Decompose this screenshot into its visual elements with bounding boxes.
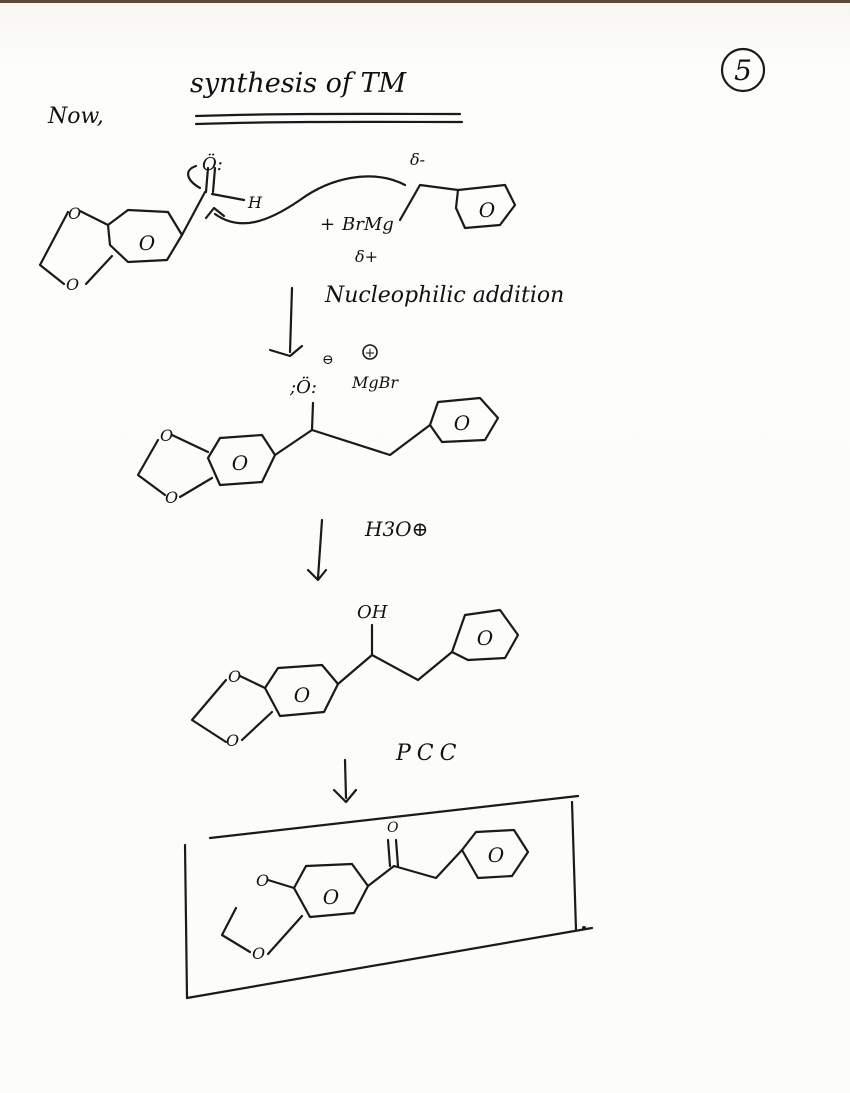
carbonyl-double-bond: [204, 166, 217, 194]
reaction-arrow-2: [316, 518, 324, 580]
period-mark: [582, 926, 586, 930]
bond: [210, 192, 246, 202]
step-2-label: H3O⊕: [364, 517, 428, 541]
plus-charge: +: [365, 346, 376, 361]
minus-charge: ⊖: [322, 352, 334, 368]
reaction-arrow-3: [343, 758, 348, 800]
oxygen-1a: O: [68, 204, 81, 223]
ring-6-center: O: [477, 626, 493, 650]
hydroxyl-group: OH: [357, 602, 388, 623]
delta-plus: δ+: [355, 247, 378, 266]
oxygen-3a: O: [160, 426, 173, 445]
bond: [240, 710, 274, 742]
benzene-ring-8: [460, 828, 530, 880]
arrow-head: [332, 788, 358, 804]
arrow-head: [268, 344, 304, 358]
bond: [78, 209, 110, 227]
box-left: [183, 843, 189, 1000]
box-bottom: [185, 926, 594, 1000]
target-molecule-box: [183, 794, 594, 1000]
aldehyde-hydrogen: H: [247, 193, 263, 212]
alcohol-product: OH O O O O: [190, 602, 520, 750]
bond: [238, 674, 267, 690]
arrow-head: [306, 568, 328, 582]
benzene-ring-1: [106, 208, 184, 264]
step-1-label: Nucleophilic addition: [324, 283, 564, 308]
intro-word: Now,: [47, 104, 104, 129]
bond: [84, 254, 114, 286]
heading-underline-1: [194, 112, 462, 118]
electron-push-arrow-2: [213, 175, 407, 225]
ketone-oxygen: O: [387, 820, 399, 836]
bond: [266, 878, 296, 890]
oxygen-1b: O: [66, 275, 79, 294]
ring-7-center: O: [323, 885, 339, 909]
benzyl-chain: [398, 183, 460, 222]
ring-1-center: O: [139, 231, 155, 255]
box-right: [570, 800, 578, 932]
methylenedioxy-bridge: [190, 678, 228, 744]
plus-sign: +: [320, 214, 335, 235]
alkoxide-oxygen: ;Ö:: [289, 375, 317, 398]
bond: [266, 914, 304, 956]
delta-minus: δ-: [410, 150, 425, 169]
oxygen-3b: O: [165, 488, 178, 507]
benzyl-chain: [370, 650, 454, 682]
methylenedioxy-bridge: [136, 438, 167, 497]
arrow-head: [204, 206, 226, 220]
bond: [273, 401, 315, 457]
heading-underline-2: [194, 120, 464, 126]
oxygen-7a: O: [256, 871, 269, 890]
aldehyde-molecule: O O O Ö: H: [38, 152, 407, 294]
ring-5-center: O: [294, 683, 310, 707]
plus-charge-circle: [362, 344, 378, 360]
oxygen-5b: O: [226, 731, 239, 750]
bond: [170, 433, 210, 454]
page-heading: synthesis of TM: [190, 68, 407, 99]
oxygen-5a: O: [228, 667, 241, 686]
ketone-double-bond: [386, 838, 400, 868]
carbonyl-oxygen: Ö:: [202, 152, 223, 175]
oxygen-7b: O: [252, 944, 265, 963]
methylenedioxy-bridge: [220, 906, 252, 954]
ring-4-center: O: [454, 411, 470, 435]
target-molecule: O O O O O: [220, 820, 530, 963]
mgbr-label: MgBr: [351, 373, 399, 392]
ring-3-center: O: [232, 451, 248, 475]
benzene-ring-6: [450, 608, 520, 662]
benzyl-chain: [310, 423, 432, 457]
benzene-ring-4: [428, 396, 500, 444]
reaction-arrow-1: [288, 286, 294, 354]
step-3-label: PCC: [395, 741, 462, 766]
page-number-circle: [720, 47, 766, 93]
electron-push-arrow-1: [187, 164, 202, 190]
bond: [336, 623, 374, 686]
methylenedioxy-bridge: [38, 210, 70, 286]
grignard-label: BrMg: [341, 214, 394, 235]
grignard-reagent: + BrMg δ+ δ- O: [320, 150, 517, 266]
page-number: 5: [734, 54, 752, 87]
bond: [178, 476, 214, 499]
page-top-edge: [0, 0, 850, 3]
bond: [180, 190, 207, 237]
alkoxide-intermediate: ;Ö: ⊖ + MgBr O O O O: [136, 344, 500, 507]
benzoyl-chain: [366, 848, 464, 888]
ring-2-center: O: [479, 198, 495, 222]
box-top: [208, 794, 580, 840]
benzene-ring-2: [454, 183, 517, 230]
ring-8-center: O: [488, 843, 504, 867]
